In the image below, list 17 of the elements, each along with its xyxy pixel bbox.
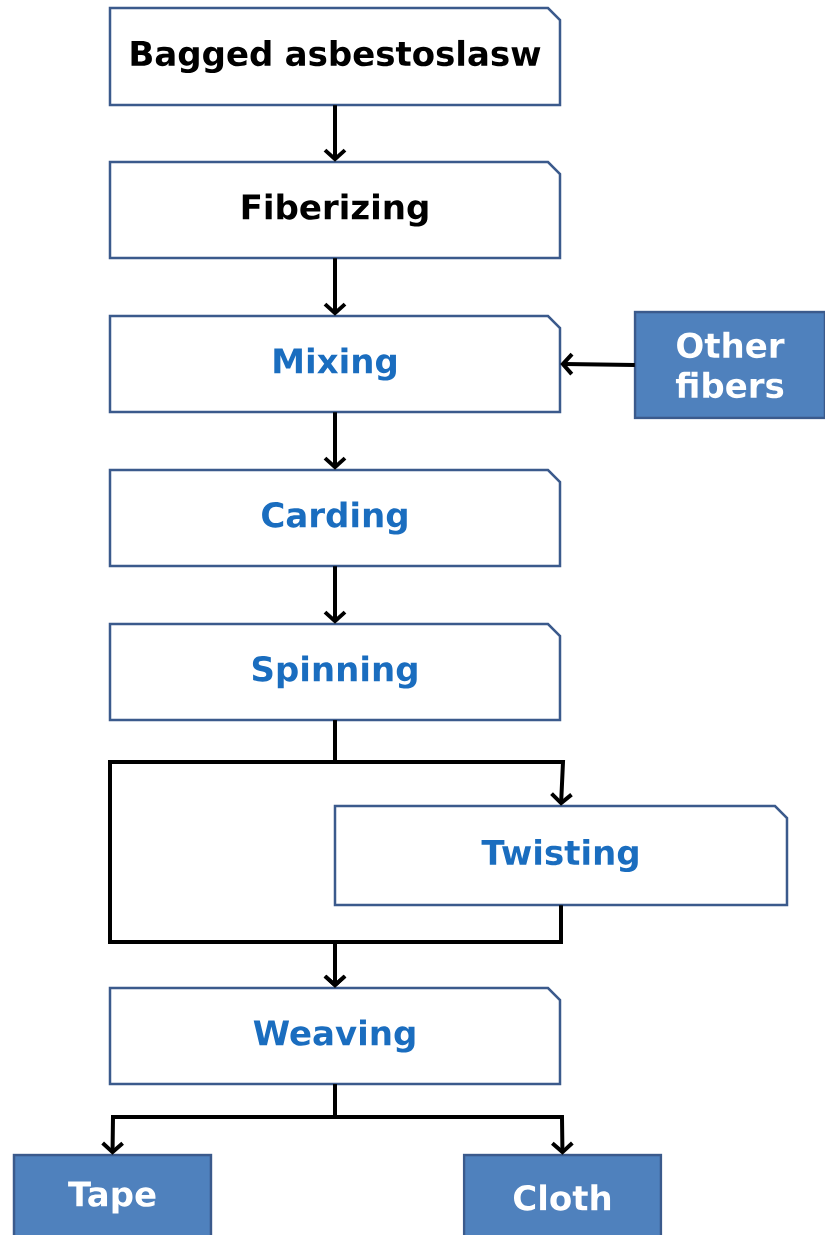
arrow bbox=[560, 352, 635, 376]
process-box: Mixing bbox=[108, 314, 562, 414]
process-box: Weaving bbox=[108, 986, 562, 1086]
material-box: Tape bbox=[12, 1153, 213, 1235]
arrow bbox=[323, 566, 347, 624]
process-box: Twisting bbox=[333, 804, 789, 907]
arrow bbox=[323, 412, 347, 470]
process-box: Bagged asbestoslasw bbox=[108, 6, 562, 107]
process-box: Fiberizing bbox=[108, 160, 562, 260]
process-box: Spinning bbox=[108, 622, 562, 722]
arrow bbox=[323, 105, 347, 162]
arrow bbox=[323, 905, 563, 988]
arrow bbox=[323, 258, 347, 316]
material-box: Cloth bbox=[462, 1153, 663, 1235]
process-box: Carding bbox=[108, 468, 562, 568]
arrow bbox=[333, 1084, 574, 1155]
material-box: Other fibers bbox=[633, 310, 825, 420]
